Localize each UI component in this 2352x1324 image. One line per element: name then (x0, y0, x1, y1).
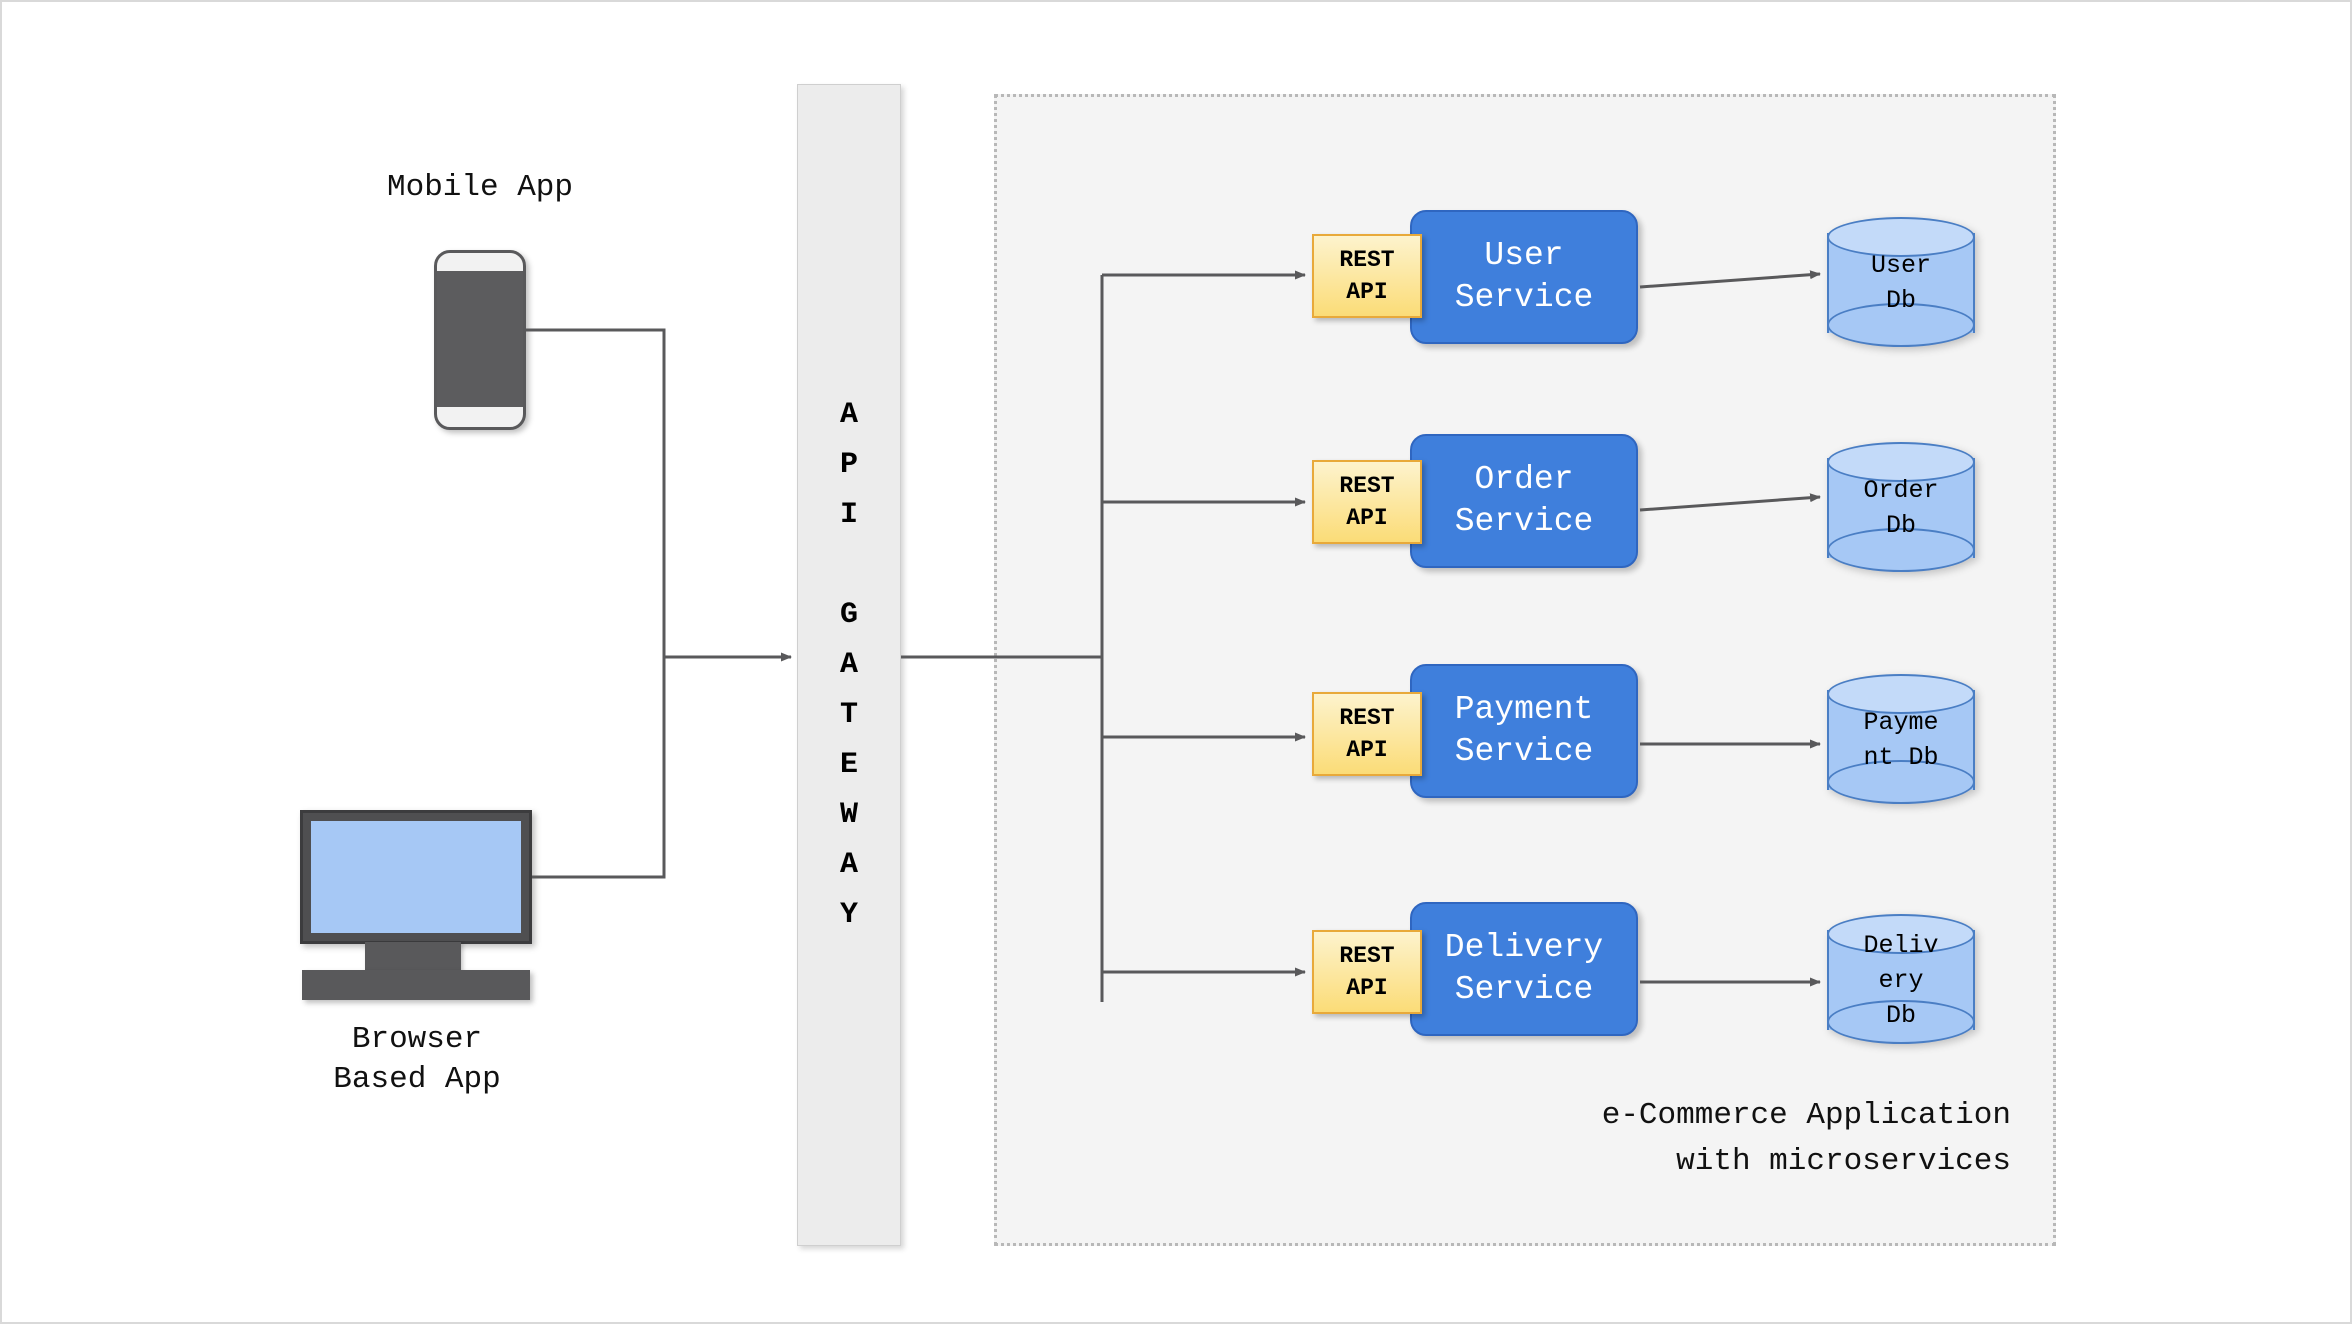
rest-api-tag-delivery: REST API (1312, 930, 1422, 1014)
database-delivery-bottom (1827, 1000, 1975, 1044)
service-box-user-label: User Service (1454, 237, 1594, 316)
database-delivery: Deliv ery Db (1827, 914, 1975, 1046)
mobile-phone-icon (434, 250, 526, 430)
database-payment: Payme nt Db (1827, 674, 1975, 806)
database-order-label: Order Db (1863, 476, 1939, 540)
microservices-container-caption: e-Commerce Application with microservice… (1601, 1098, 2011, 1179)
database-delivery-top (1827, 914, 1975, 954)
database-user-bottom (1827, 303, 1975, 347)
service-box-delivery-label: Delivery Service (1444, 929, 1604, 1008)
database-payment-top (1827, 674, 1975, 714)
rest-api-tag-order: REST API (1312, 460, 1422, 544)
mobile-phone-screen (437, 271, 523, 407)
monitor-stand-base (302, 970, 530, 1000)
database-payment-bottom (1827, 760, 1975, 804)
desktop-monitor-screen (311, 821, 521, 933)
api-gateway-label: A P I G A T E W A Y (839, 398, 858, 932)
service-box-order[interactable]: Order Service (1410, 434, 1638, 568)
service-box-order-label: Order Service (1454, 461, 1594, 540)
database-user-top (1827, 217, 1975, 257)
browser-app-caption: Browser Based App (333, 1022, 501, 1097)
database-order: Order Db (1827, 442, 1975, 574)
database-user-label: User Db (1870, 251, 1931, 315)
rest-api-tag-user-label: REST API (1339, 247, 1395, 305)
service-box-delivery[interactable]: Delivery Service (1410, 902, 1638, 1036)
rest-api-tag-user: REST API (1312, 234, 1422, 318)
rest-api-tag-payment-label: REST API (1339, 705, 1395, 763)
database-delivery-label: Deliv ery Db (1863, 930, 1939, 1030)
service-box-payment-label: Payment Service (1454, 691, 1594, 770)
rest-api-tag-payment: REST API (1312, 692, 1422, 776)
rest-api-tag-delivery-label: REST API (1339, 943, 1395, 1001)
database-payment-label: Payme nt Db (1863, 708, 1939, 772)
database-order-top (1827, 442, 1975, 482)
wire-browser-to-gateway (532, 657, 666, 879)
wire-mobile-to-gateway (526, 328, 792, 662)
rest-api-tag-order-label: REST API (1339, 473, 1395, 531)
desktop-monitor-icon (300, 810, 532, 944)
database-order-bottom (1827, 528, 1975, 572)
service-box-user[interactable]: User Service (1410, 210, 1638, 344)
monitor-stand-neck (365, 942, 461, 974)
database-user: User Db (1827, 217, 1975, 349)
service-box-payment[interactable]: Payment Service (1410, 664, 1638, 798)
mobile-app-caption: Mobile App (386, 170, 574, 205)
api-gateway-bar[interactable]: A P I G A T E W A Y (797, 84, 901, 1246)
